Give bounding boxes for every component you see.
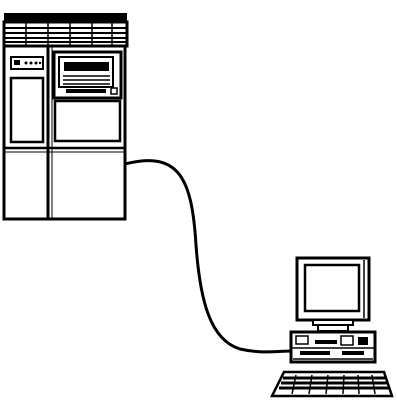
- server-cabinet: [4, 46, 125, 219]
- system-unit: [291, 332, 375, 362]
- keyboard: [272, 372, 392, 396]
- desktop-workstation-icon: [272, 258, 392, 396]
- connection-cable: [125, 161, 292, 352]
- monitor: [297, 258, 369, 331]
- mainframe-server-icon: [4, 13, 127, 219]
- server-top-vent: [4, 13, 127, 46]
